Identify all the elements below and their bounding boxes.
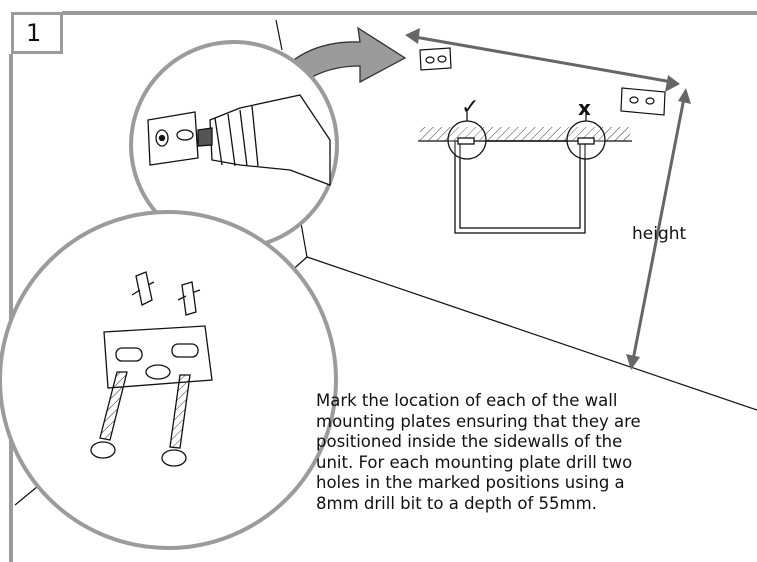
wall-plate-left [419,47,452,71]
frame-border [9,11,757,562]
height-label: height [632,224,687,244]
step-number: 1 [26,19,42,47]
wrong-position-x-icon: x [578,96,591,120]
height-arrow [626,88,691,370]
unit-diagram [418,112,632,234]
correct-position-check-icon: ✓ [461,95,480,120]
width-arrow [405,28,680,92]
parts-closeup [0,210,338,550]
instruction-text: Mark the location of each of the wall mo… [316,391,641,513]
wall-plate-right [620,87,666,116]
drill-closeup [129,40,339,250]
step-number-badge: 1 [11,12,63,54]
